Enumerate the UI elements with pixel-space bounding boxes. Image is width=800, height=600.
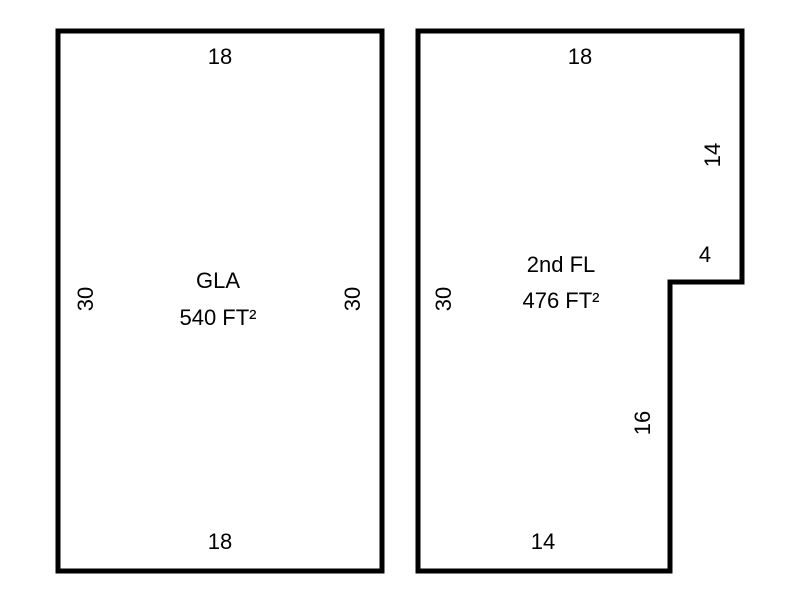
- gla-outline: [55, 28, 385, 574]
- second-floor-left-dimension: 30: [431, 287, 456, 311]
- gla-bottom-dimension: 18: [208, 529, 232, 554]
- second-floor-outline: [415, 28, 745, 574]
- second-floor-bottom-dimension: 14: [531, 529, 555, 554]
- gla-right-dimension: 30: [340, 287, 365, 311]
- second-floor-notch-dimension: 4: [699, 242, 711, 267]
- second-floor-top-dimension: 18: [568, 44, 592, 69]
- second-floor-label: 2nd FL: [527, 252, 596, 277]
- gla-floor-plan: 18 18 30 30 GLA 540 FT²: [55, 28, 385, 574]
- gla-top-dimension: 18: [208, 44, 232, 69]
- second-floor-right-lower-dimension: 16: [630, 411, 655, 435]
- gla-area: 540 FT²: [179, 305, 256, 330]
- second-floor-plan: 18 14 4 30 16 14 2nd FL 476 FT²: [415, 28, 745, 574]
- second-floor-area: 476 FT²: [522, 288, 599, 313]
- gla-left-dimension: 30: [73, 287, 98, 311]
- gla-label: GLA: [196, 268, 240, 293]
- second-floor-right-upper-dimension: 14: [700, 143, 725, 167]
